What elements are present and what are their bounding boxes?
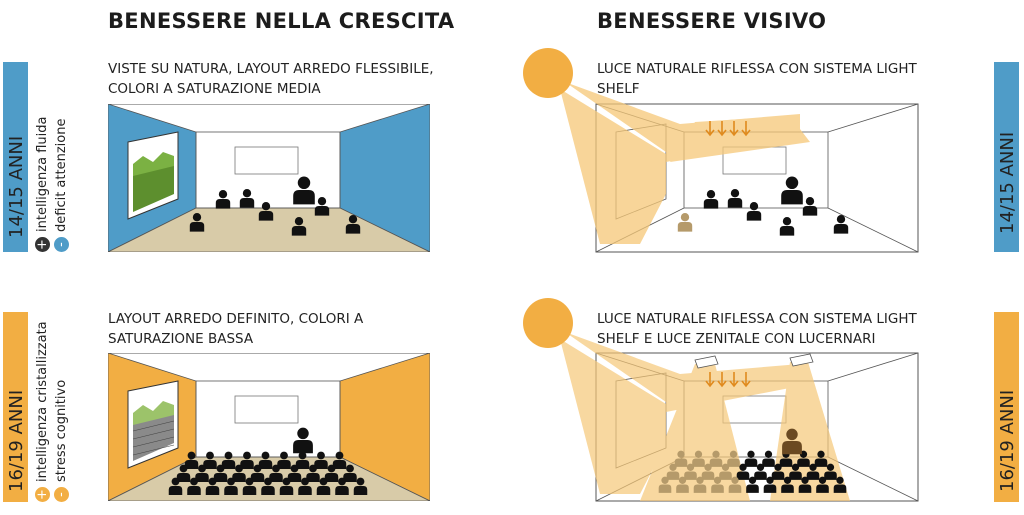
light-arrow-icon — [705, 121, 751, 137]
minus-icon: - — [54, 237, 69, 252]
legend-plus-text: intelligenza cristallizzata — [35, 321, 50, 482]
sun-icon — [523, 48, 573, 98]
caption-line: SHELF — [597, 81, 640, 97]
legend-plus-row: + intelligenza cristallizzata — [33, 321, 52, 502]
nature-window-icon — [127, 380, 179, 469]
age-band-top-right: 14/15 ANNI — [994, 62, 1019, 252]
caption-line: LUCE NATURALE RIFLESSA CON SISTEMA LIGHT — [597, 311, 917, 327]
scene-classroom-flexible — [108, 104, 430, 252]
caption-top-right: LUCE NATURALE RIFLESSA CON SISTEMA LIGHT… — [597, 59, 917, 99]
caption-top-left: VISTE SU NATURA, LAYOUT ARREDO FLESSIBIL… — [108, 59, 434, 99]
scene-classroom-defined — [108, 353, 430, 501]
legend-minus-text: stress cognitivo — [54, 379, 69, 482]
caption-line: VISTE SU NATURA, LAYOUT ARREDO FLESSIBIL… — [108, 61, 434, 77]
caption-line: COLORI A SATURAZIONE MEDIA — [108, 81, 321, 97]
plus-icon: + — [35, 487, 50, 502]
nature-window-icon — [127, 131, 179, 220]
sun-icon — [523, 298, 573, 348]
caption-bottom-left: LAYOUT ARREDO DEFINITO, COLORI A SATURAZ… — [108, 309, 363, 349]
age-band-top-left: 14/15 ANNI — [3, 62, 28, 252]
light-arrow-icon — [705, 372, 751, 388]
caption-line: LAYOUT ARREDO DEFINITO, COLORI A — [108, 311, 364, 327]
legend-top: + intelligenza fluida - deficit attenzio… — [33, 117, 71, 252]
age-label: 16/19 ANNI — [997, 389, 1018, 492]
age-label: 14/15 ANNI — [6, 135, 27, 238]
legend-bottom: + intelligenza cristallizzata - stress c… — [33, 321, 71, 502]
legend-minus-row: - stress cognitivo — [52, 321, 71, 502]
plus-icon: + — [35, 237, 50, 252]
caption-line: SHELF E LUCE ZENITALE CON LUCERNARI — [597, 331, 876, 347]
minus-icon: - — [54, 487, 69, 502]
heading-growth-wellbeing: BENESSERE NELLA CRESCITA — [108, 9, 455, 33]
age-label: 16/19 ANNI — [6, 389, 27, 492]
legend-plus-text: intelligenza fluida — [35, 116, 50, 232]
age-band-bottom-right: 16/19 ANNI — [994, 312, 1019, 502]
legend-minus-row: - deficit attenzione — [52, 117, 71, 252]
legend-minus-text: deficit attenzione — [54, 118, 69, 232]
legend-plus-row: + intelligenza fluida — [33, 117, 52, 252]
scene-light-shelf — [523, 48, 919, 253]
heading-visual-wellbeing: BENESSERE VISIVO — [597, 9, 827, 33]
skylight-icon — [694, 353, 814, 369]
caption-line: LUCE NATURALE RIFLESSA CON SISTEMA LIGHT — [597, 61, 917, 77]
caption-bottom-right: LUCE NATURALE RIFLESSA CON SISTEMA LIGHT… — [597, 309, 917, 349]
age-band-bottom-left: 16/19 ANNI — [3, 312, 28, 502]
caption-line: SATURAZIONE BASSA — [108, 331, 254, 347]
light-beams — [560, 82, 810, 244]
scene-light-shelf-skylights — [523, 298, 919, 502]
age-label: 14/15 ANNI — [997, 131, 1018, 234]
